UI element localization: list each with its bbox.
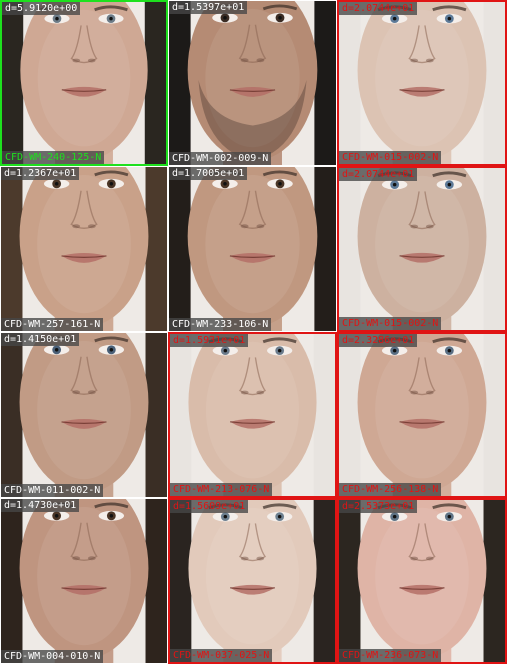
identity-code-label: CFD-WM-002-009-N [169, 152, 272, 165]
face-photo [339, 500, 505, 662]
face-photo [169, 1, 336, 165]
face-photo [339, 168, 505, 330]
identity-code-label: CFD-WM-257-161-N [1, 318, 104, 331]
distance-label: d=2.0744e+01 [339, 2, 418, 15]
identity-code-label: CFD-WM-015-002-N [339, 151, 442, 164]
face-photo [339, 2, 505, 164]
face-photo [339, 334, 505, 496]
distance-label: d=1.2367e+01 [1, 167, 80, 180]
distance-label: d=2.5373e+01 [339, 500, 418, 513]
identity-code-label: CFD-WM-240-125-N [2, 151, 105, 164]
face-photo [1, 167, 167, 331]
identity-code-label: CFD-WM-256-138-N [339, 483, 442, 496]
face-photo [169, 167, 336, 331]
distance-label: d=1.4730e+01 [1, 499, 80, 512]
distance-label: d=1.5931e+01 [170, 334, 249, 347]
distance-label: d=1.4150e+01 [1, 333, 80, 346]
distance-label: d=2.0744e+01 [339, 168, 418, 181]
identity-code-label: CFD-WM-037-025-N [170, 649, 273, 662]
identity-code-label: CFD-WM-004-010-N [1, 650, 104, 663]
identity-code-label: CFD-WM-236-073-N [339, 649, 442, 662]
distance-label: d=5.9120e+00 [2, 2, 81, 15]
face-photo [170, 334, 335, 496]
identity-code-label: CFD-WM-011-002-N [1, 484, 104, 497]
face-photo [170, 500, 335, 662]
face-photo [1, 499, 167, 663]
distance-label: d=1.5609e+01 [170, 500, 249, 513]
distance-label: d=2.3286e+01 [339, 334, 418, 347]
face-photo [1, 333, 167, 497]
identity-code-label: CFD-WM-233-106-N [169, 318, 272, 331]
distance-label: d=1.5397e+01 [169, 1, 248, 14]
identity-code-label: CFD-WM-015-002-N [339, 317, 442, 330]
face-photo [2, 2, 166, 164]
identity-code-label: CFD-WM-213-076-N [170, 483, 273, 496]
distance-label: d=1.7005e+01 [169, 167, 248, 180]
